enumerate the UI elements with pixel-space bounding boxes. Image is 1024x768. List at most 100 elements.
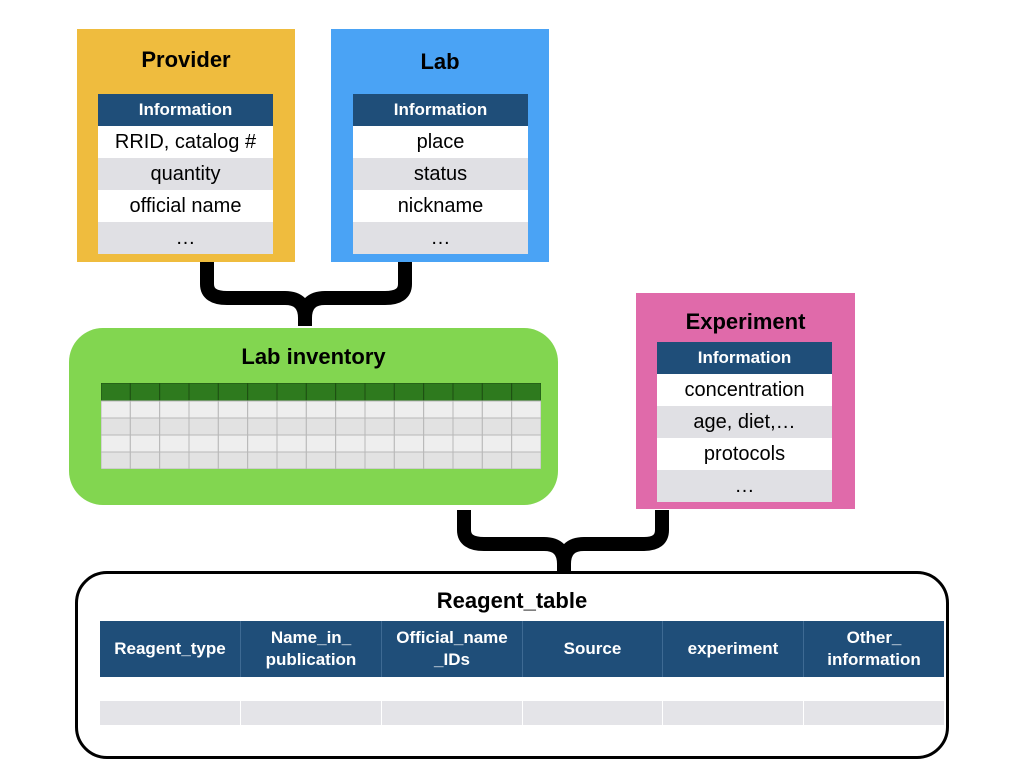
lab-inventory-title: Lab inventory xyxy=(241,344,386,369)
grid-cell xyxy=(188,400,219,419)
grid-cell xyxy=(129,400,161,419)
grid-header-cell xyxy=(481,383,513,402)
column-header-official-name-ids: Official_name_IDs xyxy=(382,621,523,677)
grid-header-cell xyxy=(159,383,190,402)
grid-cell xyxy=(188,434,219,453)
grid-cell xyxy=(452,417,483,436)
grid-cell xyxy=(393,400,425,419)
grid-cell xyxy=(364,417,395,436)
provider-info-row: quantity xyxy=(98,158,273,190)
experiment-info-table: Information concentration age, diet,… pr… xyxy=(657,342,832,502)
grid-cell xyxy=(335,417,366,436)
experiment-info-row: age, diet,… xyxy=(657,406,832,438)
experiment-info-row: … xyxy=(657,470,832,502)
grid-cell xyxy=(511,400,541,419)
grid-cell xyxy=(335,400,366,419)
grid-cell xyxy=(159,451,190,469)
grid-cell xyxy=(452,400,483,419)
column-header-reagent-type: Reagent_type xyxy=(100,621,241,677)
column-header-source: Source xyxy=(523,621,663,677)
grid-cell xyxy=(276,417,307,436)
grid-cell xyxy=(305,400,337,419)
grid-header-cell xyxy=(276,383,307,402)
provider-info-header: Information xyxy=(98,94,273,126)
curly-brace-connector-top xyxy=(200,262,412,326)
grid-cell xyxy=(511,434,541,453)
inventory-grid xyxy=(101,383,541,469)
lab-info-table: Information place status nickname … xyxy=(353,94,528,254)
grid-cell xyxy=(393,417,425,436)
grid-cell xyxy=(393,434,425,453)
grid-cell xyxy=(159,400,190,419)
grid-cell xyxy=(217,451,249,469)
grid-cell xyxy=(305,451,337,469)
grid-header-cell xyxy=(364,383,395,402)
lab-box: Lab Information place status nickname … xyxy=(331,29,549,262)
provider-info-row: RRID, catalog # xyxy=(98,126,273,158)
grid-cell xyxy=(247,400,278,419)
lab-info-row: place xyxy=(353,126,528,158)
grid-cell xyxy=(101,417,131,436)
grid-cell xyxy=(276,451,307,469)
reagent-table-header: Reagent_type Name_in_publication Officia… xyxy=(100,621,944,677)
lab-info-row: … xyxy=(353,222,528,254)
grid-cell xyxy=(188,417,219,436)
grid-cell xyxy=(276,400,307,419)
table-row xyxy=(100,677,944,701)
grid-cell xyxy=(423,417,454,436)
grid-cell xyxy=(481,451,513,469)
reagent-table-box: Reagent_table Reagent_type Name_in_publi… xyxy=(75,571,949,759)
grid-cell xyxy=(452,451,483,469)
experiment-info-header: Information xyxy=(657,342,832,374)
grid-cell xyxy=(129,417,161,436)
column-header-other-information: Other_information xyxy=(827,628,921,669)
grid-cell xyxy=(217,434,249,453)
experiment-title: Experiment xyxy=(685,309,806,334)
grid-header-cell xyxy=(452,383,483,402)
grid-cell xyxy=(364,400,395,419)
grid-cell xyxy=(423,451,454,469)
grid-header-cell xyxy=(511,383,541,402)
grid-header-cell xyxy=(129,383,161,402)
grid-cell xyxy=(481,400,513,419)
grid-cell xyxy=(511,451,541,469)
grid-cell xyxy=(101,451,131,469)
grid-cell xyxy=(129,451,161,469)
lab-title: Lab xyxy=(420,49,460,74)
curly-brace-connector-bottom xyxy=(457,510,669,572)
grid-cell xyxy=(188,451,219,469)
grid-cell xyxy=(159,434,190,453)
experiment-box: Experiment Information concentration age… xyxy=(636,293,855,509)
grid-header-cell xyxy=(247,383,278,402)
experiment-info-row: concentration xyxy=(657,374,832,406)
lab-inventory-box: Lab inventory xyxy=(69,328,558,505)
provider-info-table: Information RRID, catalog # quantity off… xyxy=(98,94,273,254)
lab-info-row: nickname xyxy=(353,190,528,222)
lab-info-row: status xyxy=(353,158,528,190)
grid-cell xyxy=(129,434,161,453)
grid-cell xyxy=(276,434,307,453)
grid-cell xyxy=(423,434,454,453)
lab-info-header: Information xyxy=(353,94,528,126)
grid-cell xyxy=(247,451,278,469)
grid-cell xyxy=(247,417,278,436)
grid-cell xyxy=(335,451,366,469)
grid-cell xyxy=(101,400,131,419)
provider-info-row: official name xyxy=(98,190,273,222)
provider-info-row: … xyxy=(98,222,273,254)
column-header-experiment: experiment xyxy=(663,621,804,677)
reagent-table-title: Reagent_table xyxy=(436,588,588,613)
grid-cell xyxy=(247,434,278,453)
grid-cell xyxy=(423,400,454,419)
grid-cell xyxy=(481,417,513,436)
grid-cell xyxy=(393,451,425,469)
grid-cell xyxy=(305,417,337,436)
grid-cell xyxy=(364,434,395,453)
grid-cell xyxy=(159,417,190,436)
grid-header-cell xyxy=(423,383,454,402)
grid-header-cell xyxy=(217,383,249,402)
grid-cell xyxy=(364,451,395,469)
grid-cell xyxy=(101,434,131,453)
grid-cell xyxy=(511,417,541,436)
grid-header-cell xyxy=(188,383,219,402)
